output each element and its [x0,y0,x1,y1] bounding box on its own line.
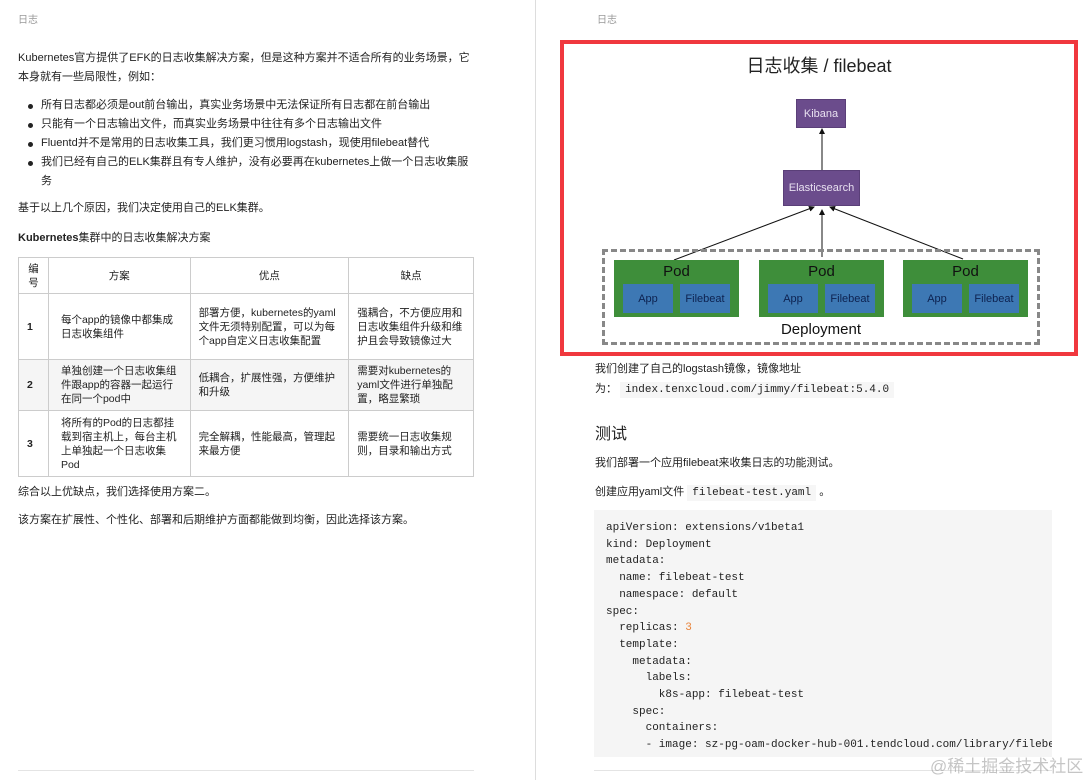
code-part: apiVersion: extensions/v1beta1 kind: Dep… [606,522,805,635]
table-row: 3 将所有的Pod的日志都挂载到宿主机上，每台主机上单独起一个日志收集Pod 完… [18,410,474,477]
create-file-line: 创建应用yaml文件 filebeat-test.yaml 。 [595,483,830,503]
test-intro: 我们部署一个应用filebeat来收集日志的功能测试。 [595,457,840,469]
reason-paragraph: 该方案在扩展性、个性化、部署和后期维护方面都能做到均衡，因此选择该方案。 [18,514,414,526]
list-item: 我们已经有自己的ELK集群且有专人维护，没有必要再在kubernetes上做一个… [24,153,474,191]
list-item: 所有日志都必须是out前台输出，真实业务场景中无法保证所有日志都在前台输出 [24,96,474,115]
section-title: 测试 [595,426,628,443]
pod-node: Pod App Filebeat [614,260,739,317]
cell: 每个app的镜像中都集成日志收集组件 [47,293,191,360]
diagram-title: 日志收集 / filebeat [746,56,892,76]
filebeat-node: Filebeat [680,284,730,313]
app-node: App [912,284,962,313]
intro-paragraph: Kubernetes官方提供了EFK的日志收集解决方案，但是这种方案并不适合所有… [18,52,470,83]
cell: 完全解耦，性能最高，管理起来最方便 [189,410,350,477]
image-text: 我们创建了自己的logstash镜像，镜像地址 [595,363,801,375]
header-cell: 缺点 [348,257,474,294]
table-row: 1 每个app的镜像中都集成日志收集组件 部署方便，kubernetes的yam… [18,293,474,360]
pod-label: Pod [952,263,979,280]
cell: 将所有的Pod的日志都挂载到宿主机上，每台主机上单独起一个日志收集Pod [47,410,191,477]
right-page-header: 日志 [597,15,617,26]
image-address-code: index.tenxcloud.com/jimmy/filebeat:5.4.0 [620,382,895,398]
diagram-highlight-box [560,40,1078,356]
file-name-code: filebeat-test.yaml [687,485,817,501]
pod-node: Pod App Filebeat [759,260,884,317]
header-cell: 编号 [18,257,49,294]
pod-label: Pod [808,263,835,280]
create-end: 。 [819,486,831,498]
pod-label: Pod [663,263,690,280]
code-number: 3 [685,622,692,635]
decision-paragraph: 基于以上几个原因，我们决定使用自己的ELK集群。 [18,202,270,214]
limitations-list: 所有日志都必须是out前台输出，真实业务场景中无法保证所有日志都在前台输出 只能… [24,96,474,191]
cell: 强耦合，不方便应用和日志收集组件升级和维护且会导致镜像过大 [348,293,474,360]
left-footer-line [18,770,474,771]
image-text-prefix: 为： [595,383,617,395]
code-part: template: metadata: labels: k8s-app: fil… [619,638,1052,752]
header-cell: 方案 [47,257,191,294]
solutions-table: 编号 方案 优点 缺点 1 每个app的镜像中都集成日志收集组件 部署方便，ku… [18,257,474,477]
table-heading: Kubernetes集群中的日志收集解决方案 [18,229,211,248]
conclusion-paragraph: 综合以上优缺点，我们选择使用方案二。 [18,486,216,498]
page-divider [535,0,536,780]
table-header-row: 编号 方案 优点 缺点 [18,257,474,294]
cell: 低耦合，扩展性强，方便维护和升级 [189,359,350,411]
table-heading-text: 集群中的日志收集解决方案 [78,232,211,244]
elasticsearch-node: Elasticsearch [783,170,860,206]
deployment-label: Deployment [780,321,862,338]
cell: 需要对kubernetes的yaml文件进行单独配置，略显繁琐 [348,359,474,411]
header-cell: 优点 [189,257,350,294]
cell: 3 [18,410,49,477]
watermark: @稀土掘金技术社区 [930,757,1084,776]
list-item: Fluentd并不是常用的日志收集工具，我们更习惯用logstash，现使用fi… [24,134,474,153]
cell: 2 [18,359,49,411]
table-heading-bold: Kubernetes [18,232,79,244]
pod-node: Pod App Filebeat [903,260,1028,317]
filebeat-node: Filebeat [825,284,875,313]
image-address-line: 为： index.tenxcloud.com/jimmy/filebeat:5.… [595,380,895,400]
table-row: 2 单独创建一个日志收集组件跟app的容器一起运行在同一个pod中 低耦合，扩展… [18,359,474,411]
cell: 1 [18,293,49,360]
filebeat-node: Filebeat [969,284,1019,313]
deployment-box [602,249,1040,345]
left-page-header: 日志 [18,15,38,26]
right-footer-line [594,770,1052,771]
app-node: App [768,284,818,313]
kibana-node: Kibana [796,99,846,128]
app-node: App [623,284,673,313]
yaml-code-block: apiVersion: extensions/v1beta1 kind: Dep… [594,510,1052,757]
cell: 需要统一日志收集规则，目录和输出方式 [348,410,474,477]
create-text: 创建应用yaml文件 [595,486,685,498]
list-item: 只能有一个日志输出文件，而真实业务场景中往往有多个日志输出文件 [24,115,474,134]
cell: 部署方便，kubernetes的yaml文件无须特别配置，可以为每个app自定义… [189,293,350,360]
cell: 单独创建一个日志收集组件跟app的容器一起运行在同一个pod中 [47,359,191,411]
